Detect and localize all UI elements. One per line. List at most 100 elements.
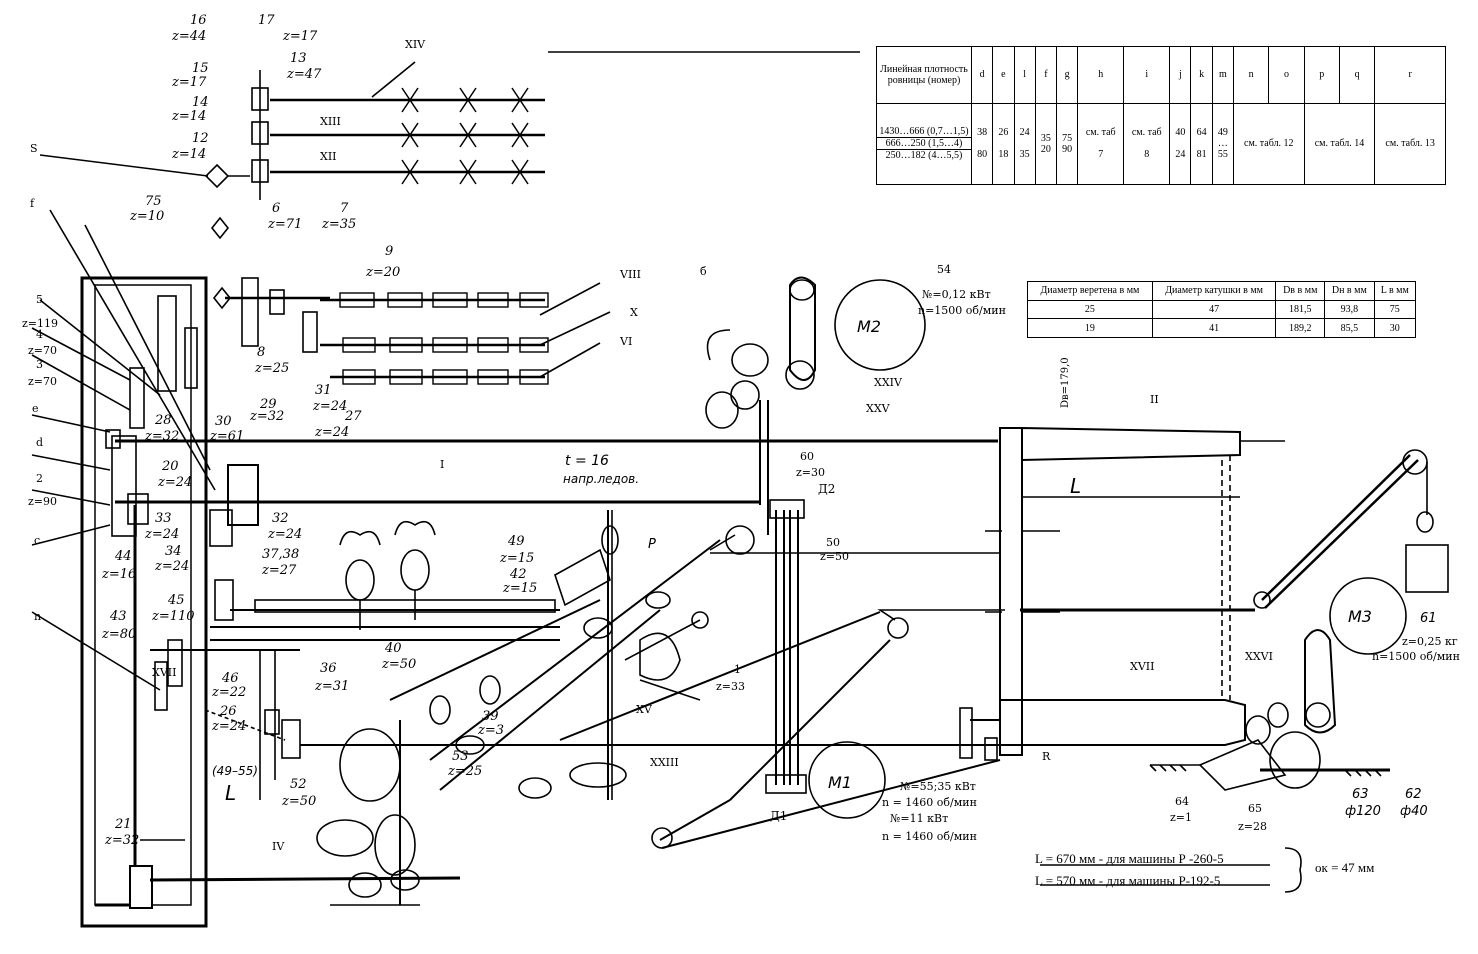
row2-label: 666…250 (1,5…4) (877, 138, 971, 151)
shaft-label-XVII: XVII (1130, 660, 1154, 673)
label-t16: t = 16 (565, 453, 609, 469)
shaft-label-VIII: VIII (619, 268, 641, 281)
sp-head-4: L в мм (1373, 281, 1417, 301)
col-f: f (1034, 46, 1058, 104)
label-63: 63 (1352, 787, 1369, 802)
motor-m2 (834, 279, 926, 371)
label-L-right: L (1070, 474, 1081, 498)
motor-m1 (808, 741, 886, 819)
gear-60-z: z=30 (796, 466, 825, 479)
gear-30-label: 30 (215, 414, 232, 429)
label-L-left: L (225, 781, 236, 805)
label-f: f (30, 197, 35, 210)
gear-31-label: 31 (315, 383, 332, 398)
motor-m2-power: №=0,12 кВт (922, 288, 991, 301)
row1-label: 1430…666 (0,7…1,5) (877, 126, 971, 139)
motor-m3-label: M3 (1348, 607, 1372, 626)
gear-64-z: z=1 (1170, 811, 1192, 824)
gear-39-z: z=3 (477, 723, 504, 738)
gear-27-label: 27 (344, 409, 362, 424)
gear-8-label: 8 (257, 345, 265, 360)
gear-34-z: z=24 (154, 559, 189, 574)
motor-m1-rpm1: n = 1460 об/мин (882, 796, 977, 809)
gear-27-z: z=24 (314, 425, 349, 440)
cell-g: 75 90 (1055, 102, 1079, 186)
label-m-range: (49–55) (212, 764, 258, 778)
col-n: n (1232, 46, 1270, 104)
gear-64-label: 64 (1175, 795, 1189, 808)
shaft-label-XII: XII (320, 150, 337, 163)
gear-28-label: 28 (154, 413, 172, 428)
cell-e: 26 18 (992, 102, 1015, 186)
sp-cell: 189,2 (1275, 318, 1326, 338)
sp-cell: 25 (1027, 299, 1153, 320)
shaft-label-XIII: XIII (320, 115, 341, 128)
label-2: 2 (36, 472, 43, 485)
shaft-label-VI: VI (619, 335, 632, 348)
cell-f: 35 20 (1034, 102, 1058, 186)
label-z119: z=119 (22, 317, 58, 330)
motor-m1-rpm2: n = 1460 об/мин (882, 830, 977, 843)
label-b: б (700, 265, 707, 278)
note-line-2: L = 570 мм - для машины Р-192-5 (1035, 873, 1221, 888)
label-D2: Д2 (818, 482, 835, 496)
gear-52-label: 52 (290, 777, 307, 792)
gear-9-z: z=20 (365, 265, 400, 280)
gear-50-label: 50 (826, 536, 840, 549)
motor-m3 (1329, 577, 1407, 655)
gear-8-z: z=25 (254, 361, 289, 376)
gear-20-z: z=24 (157, 475, 192, 490)
shaft-label-XXIV: XXIV (874, 376, 903, 389)
gear-16-z: z=44 (171, 29, 206, 44)
sp-cell: 19 (1027, 318, 1153, 338)
gear-46-label: 46 (221, 671, 239, 686)
cell-m: 49 … 55 (1211, 102, 1234, 186)
sp-cell: 41 (1151, 318, 1277, 338)
gear-30-z: z=61 (209, 429, 244, 444)
label-D1: Д1 (770, 809, 787, 823)
shaft-label-XVII-left: XVII (152, 666, 176, 679)
gear-1-label: 1 (734, 663, 741, 676)
gear-15-label: 15 (192, 61, 209, 76)
gear-16-label: 16 (190, 13, 207, 28)
label-phi120: ф120 (1345, 804, 1381, 819)
shaft-label-II: II (1150, 393, 1159, 406)
gear-31-z: z=24 (312, 399, 347, 414)
col-k: k (1190, 46, 1213, 104)
col-j: j (1169, 46, 1192, 104)
gear-3738-z: z=27 (261, 563, 297, 578)
cell-l: 24 35 (1013, 102, 1036, 186)
counterweight (1405, 544, 1449, 593)
gear-3738-label: 37,38 (262, 547, 299, 562)
sp-cell: 93,8 (1324, 299, 1375, 320)
sp-cell: 181,5 (1275, 299, 1326, 320)
cell-op: см. табл. 14 (1303, 102, 1376, 186)
gear-43-z: z=80 (101, 627, 136, 642)
col-e: e (992, 46, 1015, 104)
shaft-label-IV: IV (272, 840, 285, 853)
gear-28-z: z=32 (144, 429, 179, 444)
label-phi40: ф40 (1400, 804, 1428, 819)
row3-label: 250…182 (4…5,5) (885, 150, 963, 162)
gear-65-z: z=28 (1238, 820, 1267, 833)
note-ok: ок = 47 мм (1315, 860, 1375, 875)
note-line-1: L = 670 мм - для машины Р -260-5 (1035, 851, 1224, 866)
gear-7-z: z=35 (321, 217, 356, 232)
col-i: i (1123, 46, 1171, 104)
label-e: e (32, 402, 39, 415)
gear-17-z: z=17 (282, 29, 318, 44)
label-3: 3 (36, 358, 43, 371)
gear-42-z: z=15 (502, 581, 537, 596)
sp-cell: 85,5 (1324, 318, 1375, 338)
shaft-label-XIV: XIV (405, 38, 426, 51)
label-c: c (34, 534, 40, 547)
gear-50-z: z=50 (820, 550, 849, 563)
cell-i: см. таб 8 (1123, 102, 1171, 186)
gear-42-label: 42 (509, 567, 527, 582)
cell-qr: см. табл. 13 (1374, 102, 1446, 186)
gear-44-z: z=16 (101, 567, 136, 582)
gear-15-z: z=17 (171, 75, 207, 90)
motor-m2-label: M2 (857, 317, 881, 336)
gear-49-label: 49 (507, 534, 525, 549)
